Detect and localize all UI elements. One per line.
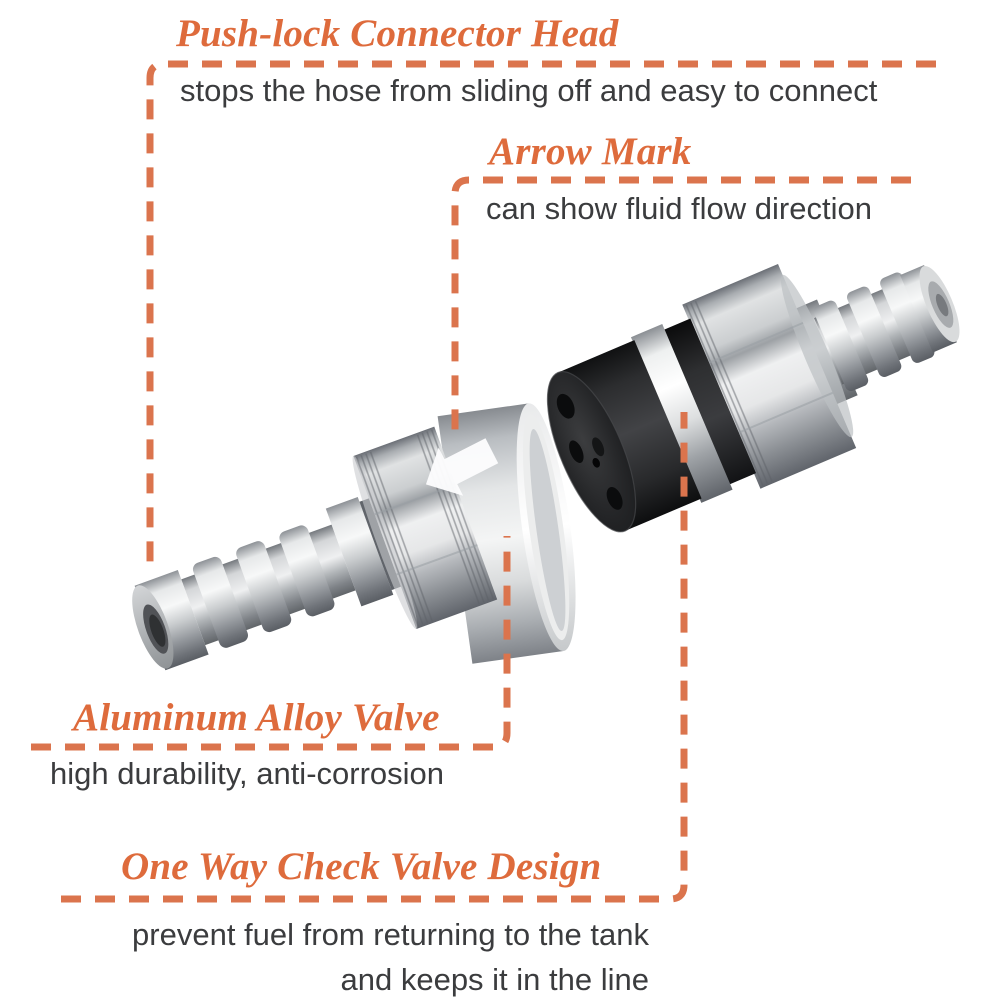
callout-title-aluminum-alloy: Aluminum Alloy Valve [73,696,440,739]
hose-barb-left [132,426,498,671]
callout-line-one-way [61,412,688,903]
callout-description-push-lock: stops the hose from sliding off and easy… [180,73,878,108]
o-ring [662,318,757,485]
callout-title-push-lock: Push-lock Connector Head [176,12,619,55]
callout-description-one-way-line2: and keeps it in the line [340,962,650,997]
flow-direction-arrow-icon [425,438,499,496]
right-valve-insert [546,263,960,533]
black-check-cap [546,340,702,533]
hose-barb-right [813,264,960,392]
callout-title-one-way: One Way Check Valve Design [121,845,602,888]
callout-description-aluminum-alloy: high durability, anti-corrosion [50,756,445,791]
callout-description-one-way: prevent fuel from returning to the tank … [132,912,649,1000]
left-valve-body [132,403,576,671]
hex-nut-left [352,426,498,629]
callout-title-arrow-mark: Arrow Mark [489,130,692,173]
callout-line-aluminum-alloy [31,536,511,751]
callout-description-one-way-line1: prevent fuel from returning to the tank [132,917,649,952]
callout-description-arrow-mark: can show fluid flow direction [486,191,872,226]
callout-line-push-lock [146,60,936,570]
hex-nut-right [682,263,857,489]
callout-line-arrow-mark [451,176,911,443]
